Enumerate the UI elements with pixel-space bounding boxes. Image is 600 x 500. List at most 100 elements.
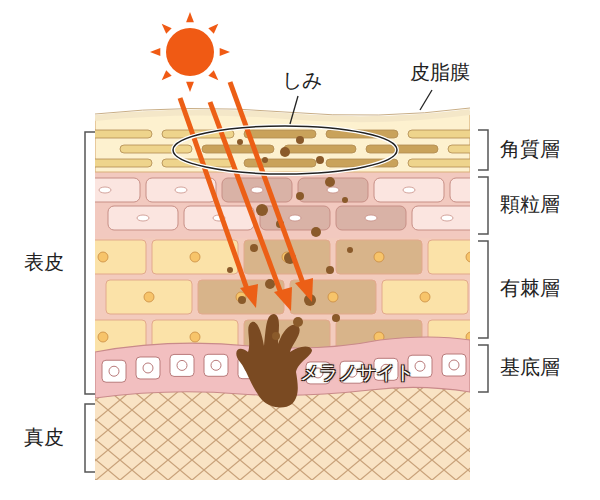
cell-stroke: [244, 130, 316, 138]
sun-ray: [162, 70, 172, 80]
melanocyte: [236, 314, 312, 407]
cell-stroke: [382, 280, 468, 314]
part-label: 表皮: [24, 250, 64, 274]
cell-stroke: [211, 360, 221, 370]
cell-stroke: [152, 240, 238, 274]
melanin-dot: [272, 332, 280, 340]
cell-stroke: [175, 187, 187, 193]
part-label: 皮脂膜: [410, 60, 470, 84]
part-label: 基底層: [500, 355, 560, 379]
cell-stroke: [99, 187, 111, 193]
melanin-dot: [326, 266, 334, 274]
cell-stroke: [95, 178, 140, 202]
cell-stroke: [403, 187, 415, 193]
sun-ray: [186, 12, 194, 22]
part-label: 真皮: [24, 425, 64, 449]
cell-stroke: [170, 354, 194, 376]
melanin-dot: [238, 296, 246, 304]
sun-ray: [208, 70, 218, 80]
leader-line: [420, 90, 432, 110]
melanin-dot: [325, 177, 335, 187]
melanin-dot: [237, 139, 243, 145]
melanocyte-label: メラノサイト: [300, 361, 414, 384]
cell-stroke: [202, 145, 274, 153]
uv-arrows: [180, 82, 313, 311]
melanin-dot: [296, 136, 304, 144]
melanin-dot: [256, 204, 268, 216]
cell-stroke: [137, 215, 149, 221]
cell-stroke: [441, 215, 453, 221]
melanin-dot: [262, 157, 268, 163]
sun-ray: [150, 48, 160, 56]
cell-stroke: [98, 332, 108, 342]
cell-stroke: [365, 215, 377, 221]
melanin-dot: [293, 317, 303, 327]
sun-ray: [208, 24, 218, 34]
cell-stroke: [136, 357, 160, 379]
cell-stroke: [190, 252, 200, 262]
cell-stroke: [98, 252, 108, 262]
cell-stroke: [190, 332, 200, 342]
melanin-dot: [280, 147, 290, 157]
cell-stroke: [466, 252, 470, 262]
cell-stroke: [449, 360, 459, 370]
cell-stroke: [146, 178, 216, 202]
melanin-dot: [342, 197, 348, 203]
sun-ray: [220, 48, 230, 56]
cell-stroke: [198, 280, 284, 314]
cell-stroke: [374, 178, 444, 202]
cell-stroke: [106, 280, 192, 314]
cell-stroke: [415, 361, 425, 371]
melanin-dot: [296, 192, 304, 200]
cell-stroke: [298, 178, 368, 202]
cell-stroke: [450, 178, 470, 202]
cell-stroke: [328, 292, 338, 302]
sun: [150, 12, 230, 92]
cell-stroke: [177, 360, 187, 370]
part-label: 有棘層: [500, 276, 560, 300]
cell-stroke: [327, 187, 339, 193]
cell-stroke: [95, 240, 146, 274]
cell-stroke: [336, 240, 422, 274]
melanin-dot: [311, 227, 321, 237]
spot-outline: [173, 126, 397, 174]
melanin-dot: [332, 314, 340, 322]
cell-stroke: [408, 130, 470, 138]
melanin-dot: [265, 279, 275, 289]
cell-stroke: [95, 130, 152, 138]
cell-stroke: [374, 252, 384, 262]
cell-stroke: [143, 363, 153, 373]
sun-ray: [162, 24, 172, 34]
cell-stroke: [251, 187, 263, 193]
part-label: 角質層: [500, 137, 560, 161]
cell-stroke: [109, 366, 119, 376]
cell-stroke: [120, 145, 192, 153]
cell-stroke: [222, 178, 292, 202]
sun-ray: [186, 82, 194, 92]
melanin-dot: [347, 247, 353, 253]
cell-stroke: [428, 240, 470, 274]
melanin-dot: [227, 267, 233, 273]
cell-stroke: [102, 360, 126, 382]
cell-stroke: [95, 159, 152, 167]
part-label: しみ: [282, 68, 322, 92]
cell-stroke: [144, 292, 154, 302]
leader-line: [290, 96, 298, 124]
cell-stroke: [289, 215, 301, 221]
cell-stroke: [420, 292, 430, 302]
brackets: [85, 130, 488, 472]
cell-stroke: [260, 206, 330, 230]
melanin-dot: [250, 244, 258, 252]
part-label: 顆粒層: [500, 192, 560, 216]
cell-stroke: [412, 206, 470, 230]
cell-stroke: [244, 159, 316, 167]
cell-stroke: [204, 354, 228, 376]
cell-stroke: [408, 159, 470, 167]
cell-stroke: [366, 145, 438, 153]
cell-stroke: [336, 206, 406, 230]
cell-stroke: [442, 354, 466, 376]
cell-stroke: [284, 145, 356, 153]
melanin-dot: [316, 156, 324, 164]
cell-stroke: [108, 206, 178, 230]
